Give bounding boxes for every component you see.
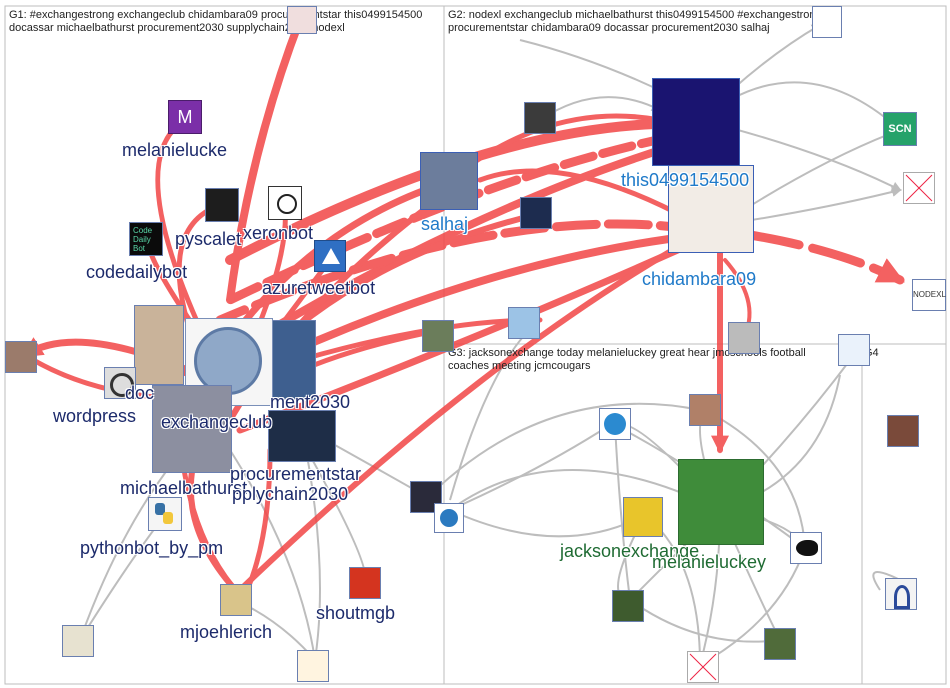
broken-image-icon[interactable]: [903, 172, 935, 204]
top-avatar[interactable]: [287, 6, 317, 34]
robot-icon: [277, 194, 297, 214]
small-avatar[interactable]: [838, 334, 870, 366]
label-salhaj: salhaj: [421, 214, 469, 234]
exchangeclub-seal-icon: [194, 327, 262, 395]
label-exchangeclub: exchangeclub: [161, 412, 273, 432]
label-this0499154500: this0499154500: [621, 170, 750, 190]
room-avatar[interactable]: [422, 320, 454, 352]
codedailybot-avatar[interactable]: Code Daily Bot: [129, 222, 163, 256]
plus-icon: [440, 509, 458, 527]
label-xeronbot: xeronbot: [243, 223, 314, 243]
g4-avatar-1[interactable]: [887, 415, 919, 447]
melanielucke-avatar[interactable]: M: [168, 100, 202, 134]
pythonbot-avatar[interactable]: [148, 497, 182, 531]
label-pyscaleto: pyscalet: [175, 229, 242, 249]
this0499154500-avatar[interactable]: [652, 78, 740, 166]
label-melanielucke: melanielucke: [122, 140, 228, 160]
xeronbot-avatar[interactable]: [268, 186, 302, 220]
group-label-g2: G2: nodexl exchangeclub michaelbathurst …: [448, 9, 822, 34]
group-label-g1: G1: #exchangestrong exchangeclub chidamb…: [9, 9, 423, 34]
cougar-avatar[interactable]: [612, 590, 644, 622]
smiling-avatar[interactable]: [689, 394, 721, 426]
label-michaelbathurst: michaelbathurst: [120, 478, 248, 498]
label-supplychain2030: pplychain2030: [232, 484, 349, 504]
ornament-avatar[interactable]: [297, 650, 329, 682]
label-melanieluckey: melanieluckey: [652, 552, 767, 572]
procurementstar-avatar[interactable]: [268, 410, 336, 462]
label-docassar: doc: [125, 383, 155, 403]
runner-avatar[interactable]: [599, 408, 631, 440]
label-mjoehlerich: mjoehlerich: [180, 622, 273, 642]
azure-icon: [322, 248, 340, 264]
ribbon-icon: [894, 585, 910, 609]
hawkeye-avatar[interactable]: [790, 532, 822, 564]
label-procurement2030: ment2030: [270, 392, 351, 412]
mjoehlerich-avatar[interactable]: [220, 584, 252, 616]
shoutmgb-avatar[interactable]: [349, 567, 381, 599]
plus-avatar[interactable]: [434, 503, 464, 533]
label-pythonbot: pythonbot_by_pm: [80, 538, 224, 558]
python-icon: [155, 503, 165, 515]
jacksonexchange-avatar[interactable]: [623, 497, 663, 537]
label-chidambara09: chidambara09: [642, 269, 757, 289]
left-edge-avatar[interactable]: [5, 341, 37, 373]
label-jacksonexchange: jacksonexchange: [560, 541, 700, 561]
wordpress-icon: [110, 373, 134, 397]
group-label-g3: G3: jacksonexchange today melanieluckey …: [448, 347, 806, 372]
salhaj-avatar[interactable]: [420, 152, 478, 210]
wordpress-avatar[interactable]: [104, 367, 136, 399]
pyscaleto-avatar[interactable]: [205, 188, 239, 222]
scn-avatar[interactable]: SCN: [883, 112, 917, 146]
cross-icon: [905, 174, 933, 202]
label-shoutmgb: shoutmgb: [316, 603, 396, 623]
runner-icon: [604, 413, 626, 435]
nodexl-avatar[interactable]: NODEXL: [912, 279, 946, 311]
hawkeye-icon: [796, 540, 818, 556]
cross-icon: [689, 653, 717, 681]
man-avatar[interactable]: [524, 102, 556, 134]
label-azuretweetbot: azuretweetbot: [262, 278, 376, 298]
label-procurementstar: procurementstar: [230, 464, 362, 484]
g4-avatar-2[interactable]: [885, 578, 917, 610]
label-wordpress: wordpress: [53, 406, 137, 426]
azuretweetbot-avatar[interactable]: [314, 240, 346, 272]
outdoor-avatar[interactable]: [764, 628, 796, 660]
label-codedailybot: codedailybot: [86, 262, 188, 282]
melanieluckey-avatar[interactable]: [678, 459, 764, 545]
top-right-avatar[interactable]: [812, 6, 842, 38]
seal-avatar[interactable]: [62, 625, 94, 657]
procurement-avatar[interactable]: [520, 197, 552, 229]
broken-image-icon-2[interactable]: [687, 651, 719, 683]
speaker-avatar[interactable]: [728, 322, 760, 354]
docassar-avatar[interactable]: [134, 305, 184, 385]
chidambara09-avatar[interactable]: [668, 165, 754, 253]
group-box-g4: [861, 343, 947, 685]
blonde-avatar[interactable]: [508, 307, 540, 339]
michaelbathurst-avatar[interactable]: [152, 385, 232, 473]
